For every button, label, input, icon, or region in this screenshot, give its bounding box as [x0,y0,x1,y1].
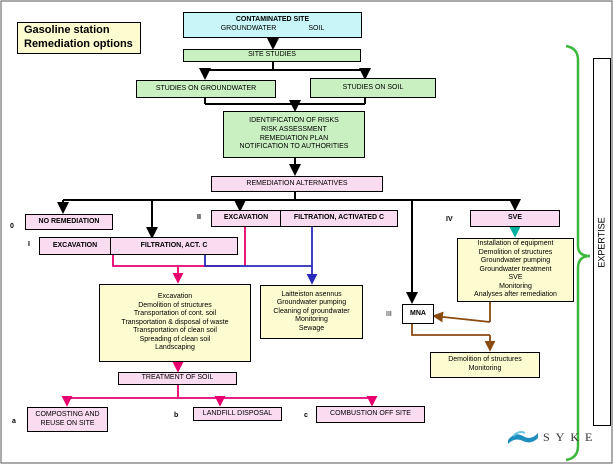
contaminated-media: GROUNDWATER SOIL [221,25,325,34]
expertise-box: EXPERTISE [593,58,611,426]
svg-text:SYKE: SYKE [543,430,598,444]
site-studies-label: SITE STUDIES [248,51,296,59]
treatment-c-number: c [304,412,308,419]
syke-wordmark: SYKE [543,430,598,444]
landfill-label: LANDFILL DISPOSAL [202,409,273,417]
combustion-box: COMBUSTION OFF SITE [316,406,425,423]
contaminated-title: CONTAMINATED SITE [235,16,310,24]
mna-steps-box: Demolition of structures Monitoring [430,352,540,378]
filtration-step: Monitoring [295,316,328,324]
excavation-step: Transportation of clean soil [133,327,217,335]
identification-box: IDENTIFICATION OF RISKS RISK ASSESSMENT … [223,111,365,158]
expertise-brace [565,44,591,462]
filtration-step: Sewage [298,324,325,332]
excavation-step: Spreading of clean soil [139,335,211,343]
option-2-excavation-label: EXCAVATION [223,214,269,222]
option-2-filtration-label: FILTRATION, ACTIVATED C [293,214,385,222]
filtration-steps-box: Laitteiston asennus Groundwater pumping … [260,285,363,339]
identification-line2: RISK ASSESSMENT [261,125,327,133]
treatment-b-number: b [174,412,179,419]
title-line2: Remediation options [24,38,133,50]
sve-step: Demolition of structures [478,248,553,256]
filtration-step: Cleaning of groundwater [273,307,350,315]
option-1-filtration-label: FILTRATION, ACT. C [140,241,208,249]
composting-box: COMPOSTING AND REUSE ON SITE [27,407,108,432]
sve-steps-box: Installation of equipment Demolition of … [457,238,574,302]
mna-box: MNA [402,304,434,324]
mna-step: Demolition of structures [448,356,522,364]
remediation-alternatives-box: REMEDIATION ALTERNATIVES [211,176,383,192]
wave-icon [508,431,538,444]
sve-step: Monitoring [499,282,532,290]
studies-soil-label: STUDIES ON SOIL [342,83,404,91]
sve-box: SVE [470,210,560,227]
identification-line4: NOTIFICATION TO AUTHORITIES [239,143,349,151]
excavation-step: Landscaping [155,344,195,352]
option-3-number: III [386,311,392,318]
combustion-label: COMBUSTION OFF SITE [330,410,411,418]
remediation-alternatives-label: REMEDIATION ALTERNATIVES [246,179,348,187]
option-1-filtration-box: FILTRATION, ACT. C [110,237,238,255]
contaminated-groundwater: GROUNDWATER [220,25,277,32]
excavation-step: Demolition of structures [138,301,212,309]
sve-step: Installation of equipment [477,240,554,248]
sve-step: Groundwater treatment [479,265,552,273]
title-line1: Gasoline station [24,24,110,37]
treatment-a-number: a [12,418,16,425]
option-2-filtration-box: FILTRATION, ACTIVATED C [280,210,398,227]
site-studies-box: SITE STUDIES [183,49,361,62]
filtration-step: Groundwater pumping [276,299,347,307]
mna-step: Monitoring [468,365,502,372]
no-remediation-label: NO REMEDIATION [38,217,100,225]
landfill-box: LANDFILL DISPOSAL [193,407,282,421]
excavation-steps-box: Excavation Demolition of structures Tran… [99,284,251,362]
contaminated-site-box: CONTAMINATED SITE GROUNDWATER SOIL [183,12,362,38]
excavation-step: Transportation of cont. soil [133,310,217,318]
sve-step: SVE [508,274,523,282]
option-4-number: IV [446,216,453,223]
identification-line3: REMEDIATION PLAN [259,134,329,142]
option-2-excavation-box: EXCAVATION [211,210,281,227]
excavation-step: Excavation [157,293,193,301]
no-remediation-box: NO REMEDIATION [25,214,113,230]
diagram-title: Gasoline station Remediation options [17,22,141,54]
option-1-excavation-label: EXCAVATION [52,241,98,249]
syke-logo: SYKE [507,426,603,448]
option-2-number: II [197,214,201,221]
sve-step: Groundwater pumping [480,257,551,265]
treatment-of-soil-box: TREATMENT OF SOIL [118,372,237,385]
composting-line2: REUSE ON SITE [40,419,95,427]
excavation-step: Transportation & disposal of waste [121,318,229,326]
treatment-of-soil-label: TREATMENT OF SOIL [141,374,214,382]
sve-step: Analyses after remediation [474,291,557,299]
sve-label: SVE [507,214,522,222]
option-0-number: 0 [10,223,14,230]
expertise-label: EXPERTISE [596,216,607,268]
studies-soil-box: STUDIES ON SOIL [310,78,436,98]
contaminated-soil: SOIL [308,25,325,32]
filtration-step: Laitteiston asennus [281,290,342,298]
identification-line1: IDENTIFICATION OF RISKS [249,117,339,125]
option-1-excavation-box: EXCAVATION [39,237,111,255]
composting-line1: COMPOSTING AND [35,410,100,418]
studies-groundwater-label: STUDIES ON GROUNDWATER [155,84,257,92]
option-1-number: I [28,241,30,248]
studies-groundwater-box: STUDIES ON GROUNDWATER [136,80,276,98]
mna-label: MNA [410,309,426,317]
